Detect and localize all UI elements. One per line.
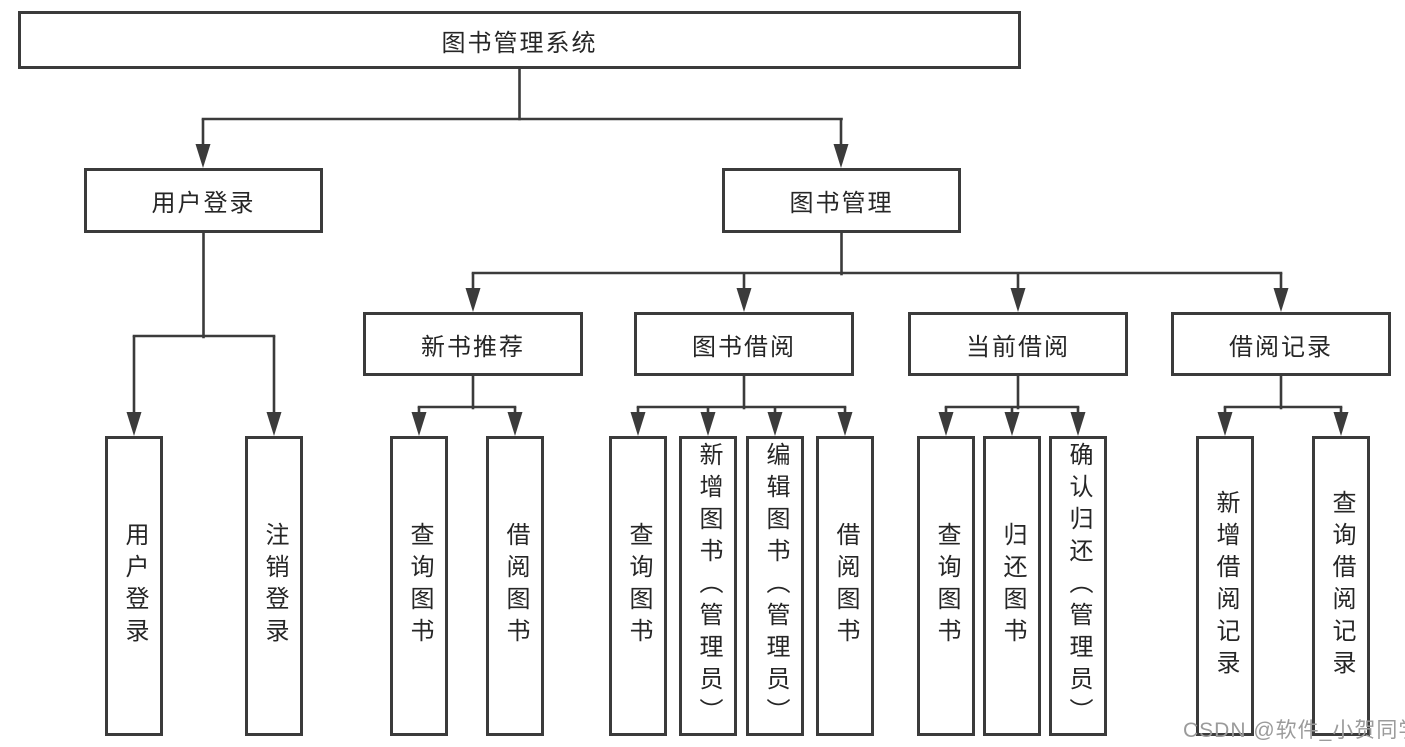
leaf-label: 注销登录 bbox=[261, 522, 288, 650]
leaf-label: 确认归还（管理员） bbox=[1065, 442, 1092, 730]
csdn-watermark: CSDN @软件_小贺同学 bbox=[1183, 719, 1405, 742]
leaf-box-confirm-return-admin: 确认归还（管理员） bbox=[1049, 436, 1107, 736]
leaf-box-query-books: 查询图书 bbox=[390, 436, 448, 736]
leaf-label: 查询借阅记录 bbox=[1328, 490, 1355, 682]
leaf-box-add-borrow-record: 新增借阅记录 bbox=[1196, 436, 1254, 736]
node-box-library-management-system: 图书管理系统 bbox=[18, 11, 1021, 69]
leaf-label: 查询图书 bbox=[625, 522, 652, 650]
node-box-user-login: 用户登录 bbox=[84, 168, 323, 233]
leaf-label: 借阅图书 bbox=[502, 522, 529, 650]
node-box-current-borrowing: 当前借阅 bbox=[908, 312, 1128, 376]
node-label: 新书推荐 bbox=[421, 333, 525, 361]
leaf-box-query-borrow-record: 查询借阅记录 bbox=[1312, 436, 1370, 736]
node-label: 图书管理 bbox=[789, 190, 894, 217]
leaf-box-return-books: 归还图书 bbox=[983, 436, 1041, 736]
leaf-box-query-books: 查询图书 bbox=[917, 436, 975, 736]
node-box-borrowing-records: 借阅记录 bbox=[1171, 312, 1391, 376]
leaf-label: 查询图书 bbox=[406, 522, 433, 650]
leaf-label: 用户登录 bbox=[121, 522, 148, 650]
leaf-box-user-login: 用户登录 bbox=[105, 436, 163, 736]
leaf-box-logout: 注销登录 bbox=[245, 436, 303, 736]
leaf-label: 借阅图书 bbox=[832, 522, 859, 650]
leaf-box-query-books: 查询图书 bbox=[609, 436, 667, 736]
leaf-box-borrow-books: 借阅图书 bbox=[816, 436, 874, 736]
leaf-box-borrow-books: 借阅图书 bbox=[486, 436, 544, 736]
node-label: 借阅记录 bbox=[1229, 333, 1333, 361]
node-box-book-borrowing: 图书借阅 bbox=[634, 312, 854, 376]
leaf-label: 查询图书 bbox=[933, 522, 960, 650]
leaf-box-add-books-admin: 新增图书（管理员） bbox=[679, 436, 737, 736]
leaf-label: 新增图书（管理员） bbox=[695, 442, 722, 730]
leaf-label: 归还图书 bbox=[999, 522, 1026, 650]
leaf-label: 编辑图书（管理员） bbox=[762, 442, 789, 730]
node-label: 图书管理系统 bbox=[441, 29, 598, 57]
node-label: 当前借阅 bbox=[966, 333, 1070, 361]
leaf-box-edit-books-admin: 编辑图书（管理员） bbox=[746, 436, 804, 736]
node-label: 用户登录 bbox=[151, 190, 256, 217]
node-box-book-management: 图书管理 bbox=[722, 168, 961, 233]
leaf-label: 新增借阅记录 bbox=[1212, 490, 1239, 682]
node-box-new-book-recommendation: 新书推荐 bbox=[363, 312, 583, 376]
node-label: 图书借阅 bbox=[692, 333, 796, 361]
